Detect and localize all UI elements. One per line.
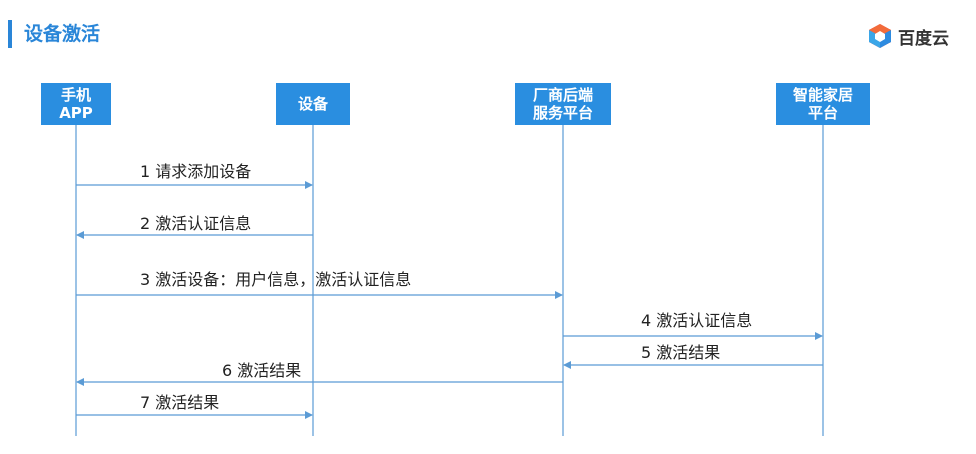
page-title: 设备激活 (24, 23, 101, 45)
message-label-1: 1 请求添加设备 (140, 162, 252, 181)
message-label-5: 5 激活结果 (641, 343, 721, 362)
message-label-6: 6 激活结果 (222, 361, 302, 380)
actor-box-0: 手机 APP (41, 83, 111, 125)
actor-box-1: 设备 (276, 83, 350, 125)
baidu-cloud-logo: 百度云 (866, 22, 949, 50)
logo-text: 百度云 (898, 28, 949, 49)
message-label-2: 2 激活认证信息 (140, 214, 252, 233)
actor-box-2: 厂商后端 服务平台 (515, 83, 611, 125)
cube-logo-icon (869, 24, 891, 48)
message-label-7: 7 激活结果 (140, 393, 220, 412)
actor-box-3: 智能家居 平台 (776, 83, 870, 125)
message-label-4: 4 激活认证信息 (641, 311, 753, 330)
message-label-3: 3 激活设备：用户信息，激活认证信息 (140, 270, 412, 289)
title-accent-bar (8, 20, 12, 48)
